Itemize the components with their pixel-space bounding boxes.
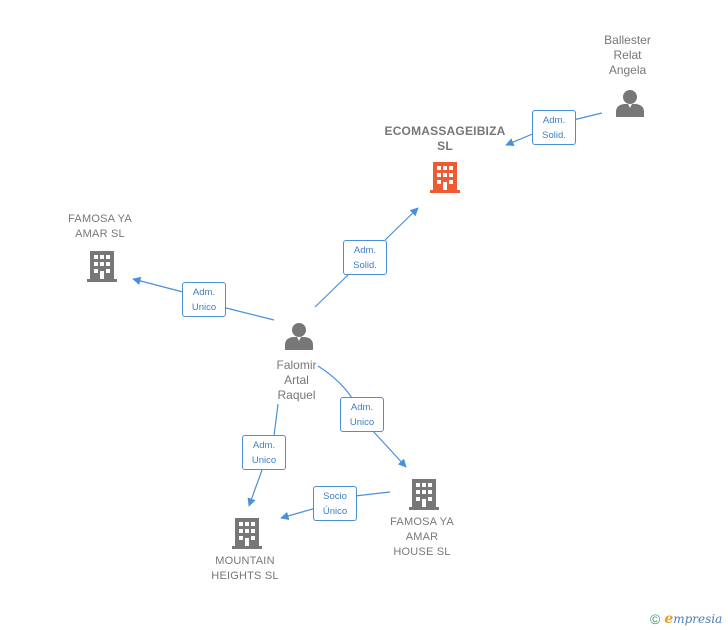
edge-label-falomir-ecomassage[interactable]: Adm. Solid. <box>343 240 387 275</box>
building-icon[interactable] <box>429 159 461 193</box>
edge-label-falomir-famosa-house[interactable]: Adm. Unico <box>340 397 384 432</box>
edge-label-falomir-famosa-amar[interactable]: Adm. Unico <box>182 282 226 317</box>
node-label-mountain[interactable]: MOUNTAIN HEIGHTS SL <box>211 555 279 582</box>
building-icon[interactable] <box>231 515 263 549</box>
edge-line-famosa_house-mountain <box>281 491 391 518</box>
node-label-famosa-amar[interactable]: FAMOSA YA AMAR SL <box>68 213 132 240</box>
person-icon[interactable] <box>284 322 314 350</box>
edge-label-falomir-mountain[interactable]: Adm. Unico <box>242 435 286 470</box>
edge-label-famosa-house-mountain[interactable]: Socio Único <box>313 486 357 521</box>
edge-line-falomir-mountain <box>249 403 279 506</box>
node-label-falomir[interactable]: Falomir Artal Raquel <box>276 358 317 402</box>
edge-label-ballester-ecomassage[interactable]: Adm. Solid. <box>532 110 576 145</box>
node-label-famosa-house[interactable]: FAMOSA YA AMAR HOUSE SL <box>390 516 454 558</box>
building-icon[interactable] <box>86 248 118 282</box>
copyright-icon: © <box>650 611 661 627</box>
building-icon[interactable] <box>408 476 440 510</box>
edge-line-falomir-famosa_house <box>317 365 406 467</box>
person-icon[interactable] <box>615 89 645 117</box>
brand-logo: © empresia <box>650 610 722 628</box>
node-label-ecomassage[interactable]: ECOMASSAGEIBIZA SL <box>384 124 506 153</box>
edge-line-falomir-famosa_amar <box>133 279 275 321</box>
brand-name: empresia <box>664 611 723 627</box>
edge-line-falomir-ecomassage <box>314 208 418 308</box>
node-label-ballester[interactable]: Ballester Relat Angela <box>604 33 651 77</box>
